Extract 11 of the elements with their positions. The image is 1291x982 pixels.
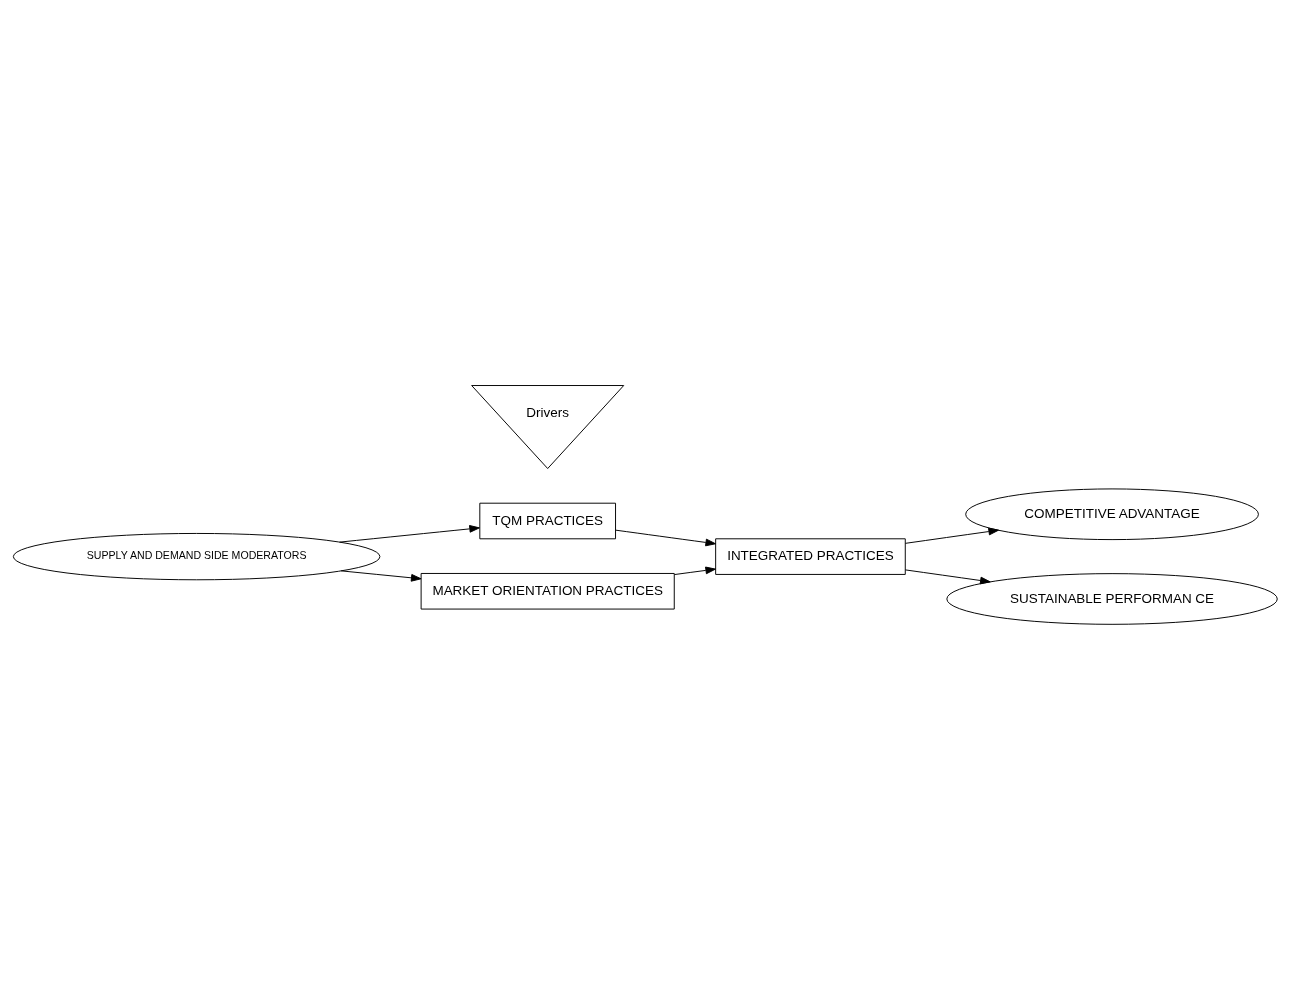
arrow: [615, 529, 716, 547]
arrow: [340, 570, 422, 582]
arrow: [904, 569, 991, 585]
arrow: [674, 566, 716, 576]
node-ellipse: SUPPLY AND DEMAND SIDE MODERATORS: [12, 532, 381, 581]
node-box: MARKET ORIENTATION PRACTICES: [420, 573, 675, 610]
node-box: TQM PRACTICES: [479, 502, 617, 540]
node-ellipse: COMPETITIVE ADVANTAGE: [965, 488, 1259, 541]
arrow: [904, 527, 999, 544]
arrow: [339, 525, 480, 543]
node-box: INTEGRATED PRACTICES: [715, 538, 906, 575]
